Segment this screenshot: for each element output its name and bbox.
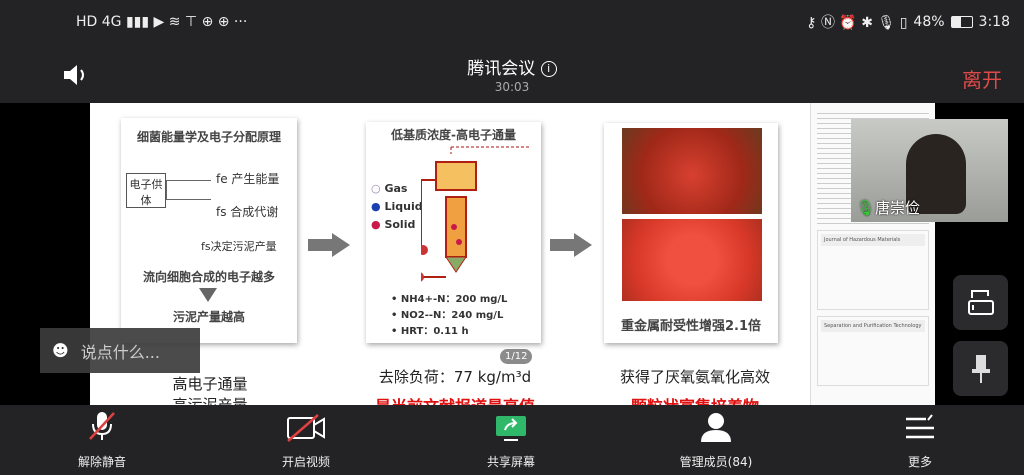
page-indicator: 1/12 xyxy=(500,349,533,364)
electron-donor-box: 电子供体 xyxy=(126,173,166,208)
mic-active-icon: 🎙 xyxy=(856,199,876,217)
participant-video[interactable]: 🎙唐崇俭 xyxy=(851,119,1008,222)
panel-title: 低基质浓度-高电子通量 xyxy=(391,128,516,142)
legend-liquid: Liquid xyxy=(384,200,423,213)
caption-1b: 高污泥产量 xyxy=(172,396,248,405)
granule-photo-1 xyxy=(622,128,762,214)
share-screen-button[interactable]: 共享屏幕 xyxy=(441,405,581,475)
caption-2: 去除负荷：77 kg/m³d xyxy=(378,368,532,386)
more-menu-icon xyxy=(906,414,934,439)
caption-3b: 颗粒状富集培养物 xyxy=(600,393,790,405)
param-hrt: HRT：0.11 h xyxy=(400,326,469,337)
manage-members-label: 管理成员(84) xyxy=(679,455,753,469)
pin-button[interactable] xyxy=(953,341,1008,396)
paper-3: Separation and Purification Technology xyxy=(817,316,929,386)
rotate-icon xyxy=(967,289,994,315)
chat-input[interactable]: ☻ 说点什么... xyxy=(40,328,200,373)
mic-muted-icon xyxy=(89,412,115,440)
unmute-label: 解除静音 xyxy=(77,455,126,469)
pin-icon xyxy=(971,354,990,383)
rotate-screen-button[interactable] xyxy=(953,275,1008,330)
phase-legend: ○ Gas ● Liquid ● Solid xyxy=(371,182,423,231)
legend-solid: Solid xyxy=(384,218,416,231)
members-icon xyxy=(701,413,731,442)
panel-caption: 重金属耐受性增强2.1倍 xyxy=(620,319,762,334)
right-arrow-icon xyxy=(308,233,352,257)
electron-more-text: 流向细胞合成的电子越多 xyxy=(142,270,275,284)
panel-title: 细菌能量学及电子分配原理 xyxy=(136,130,281,144)
param-nh4: NH4+-N：200 mg/L xyxy=(400,294,508,305)
start-video-button[interactable]: 开启视频 xyxy=(236,405,376,475)
caption-3: 获得了厌氧氨氧化高效 xyxy=(619,368,770,386)
fe-label: fe 产生能量 xyxy=(216,172,280,186)
emoji-icon[interactable]: ☻ xyxy=(52,341,69,360)
panel-electron-distribution: 细菌能量学及电子分配原理 电子供体 fe 产生能量 fs 合成代谢 fs决定污泥… xyxy=(121,118,297,343)
fs-label: fs 合成代谢 xyxy=(216,205,279,219)
meeting-title-text: 腾讯会议 xyxy=(467,59,536,79)
manage-members-button[interactable]: 管理成员(84) xyxy=(646,405,786,475)
speaker-icon[interactable] xyxy=(62,64,90,90)
journal-name: Separation and Purification Technology xyxy=(821,320,925,332)
reactor-diagram xyxy=(421,146,531,282)
caption-1: 高电子通量 xyxy=(172,375,248,393)
unmute-button[interactable]: 解除静音 xyxy=(32,405,172,475)
down-arrow-icon xyxy=(199,288,217,302)
param-no2: NO2--N：240 mg/L xyxy=(400,310,504,321)
granule-photo-2 xyxy=(622,219,762,301)
participant-name-text: 唐崇俭 xyxy=(875,199,921,217)
shared-screen: 细菌能量学及电子分配原理 电子供体 fe 产生能量 fs 合成代谢 fs决定污泥… xyxy=(90,103,935,405)
participant-figure xyxy=(906,134,966,214)
caption-2b: 是当前文献报道最高值 xyxy=(360,393,550,405)
start-video-label: 开启视频 xyxy=(281,455,330,469)
info-icon[interactable]: i xyxy=(540,61,557,77)
more-label: 更多 xyxy=(907,455,932,469)
status-right-group: ⚷ Ⓝ ⏰ ✱ 🎙 ▯ 48% 3:18 xyxy=(806,12,1010,32)
participant-name: 🎙唐崇俭 xyxy=(856,197,920,218)
journal-name: Journal of Hazardous Materials xyxy=(821,234,925,246)
battery-level: 48% xyxy=(913,14,945,30)
branch-lines xyxy=(166,180,211,200)
more-button[interactable]: 更多 xyxy=(850,405,990,475)
meeting-title[interactable]: 腾讯会议 i xyxy=(0,54,1024,79)
status-icons-left: HD 4G ▮▮▮ ▶ ≋ ⊤ ⊕ ⊕ ··· xyxy=(76,14,248,30)
bottom-toolbar: 解除静音 开启视频 共享屏幕 管理成员(84) 更多 xyxy=(0,405,1024,475)
status-icons-right: ⚷ Ⓝ ⏰ ✱ 🎙 ▯ xyxy=(806,15,908,31)
share-screen-label: 共享屏幕 xyxy=(486,455,535,469)
sludge-higher-text: 污泥产量越高 xyxy=(172,310,245,324)
battery-icon xyxy=(950,16,973,28)
clock: 3:18 xyxy=(978,14,1010,30)
paper-2: Journal of Hazardous Materials xyxy=(817,230,929,310)
chat-placeholder: 说点什么... xyxy=(80,342,160,362)
share-screen-icon xyxy=(496,416,526,441)
video-off-icon xyxy=(287,414,325,442)
top-bar: HD 4G ▮▮▮ ▶ ≋ ⊤ ⊕ ⊕ ··· ⚷ Ⓝ ⏰ ✱ 🎙 ▯ 48% … xyxy=(0,0,1024,103)
panel-granules: 重金属耐受性增强2.1倍 xyxy=(604,123,778,343)
fs-note: fs决定污泥产量 xyxy=(201,240,277,253)
panel-reactor: 低基质浓度-高电子通量 ○ Gas ● Liquid ● Solid • NH4… xyxy=(366,122,541,343)
meeting-timer: 30:03 xyxy=(494,80,530,94)
reactor-params: • NH4+-N：200 mg/L • NO2--N：240 mg/L • HR… xyxy=(391,294,508,337)
leave-button[interactable]: 离开 xyxy=(962,68,1002,92)
right-arrow-icon xyxy=(550,233,594,257)
legend-gas: Gas xyxy=(384,182,408,195)
